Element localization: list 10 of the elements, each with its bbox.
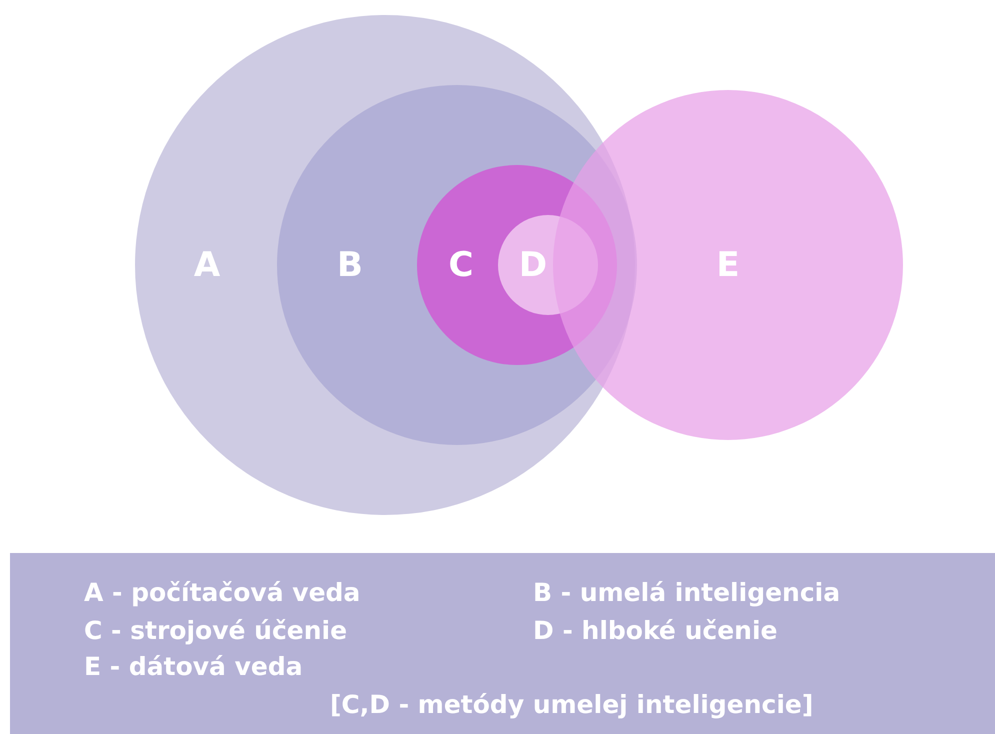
key-entry: D - hlboké učenie	[533, 616, 778, 646]
key-entry: E - dátová veda	[84, 652, 303, 682]
set-letter: E	[716, 245, 740, 285]
key-entry: B - umelá inteligencia	[533, 578, 840, 608]
key-entry: [C,D - metódy umelej inteligencie]	[330, 690, 814, 720]
key-entry: A - počítačová veda	[84, 578, 360, 608]
set-letter: B	[337, 245, 363, 285]
key-entry: C - strojové účenie	[84, 616, 348, 646]
set-letter: D	[518, 245, 548, 285]
set-letter: C	[448, 245, 474, 285]
